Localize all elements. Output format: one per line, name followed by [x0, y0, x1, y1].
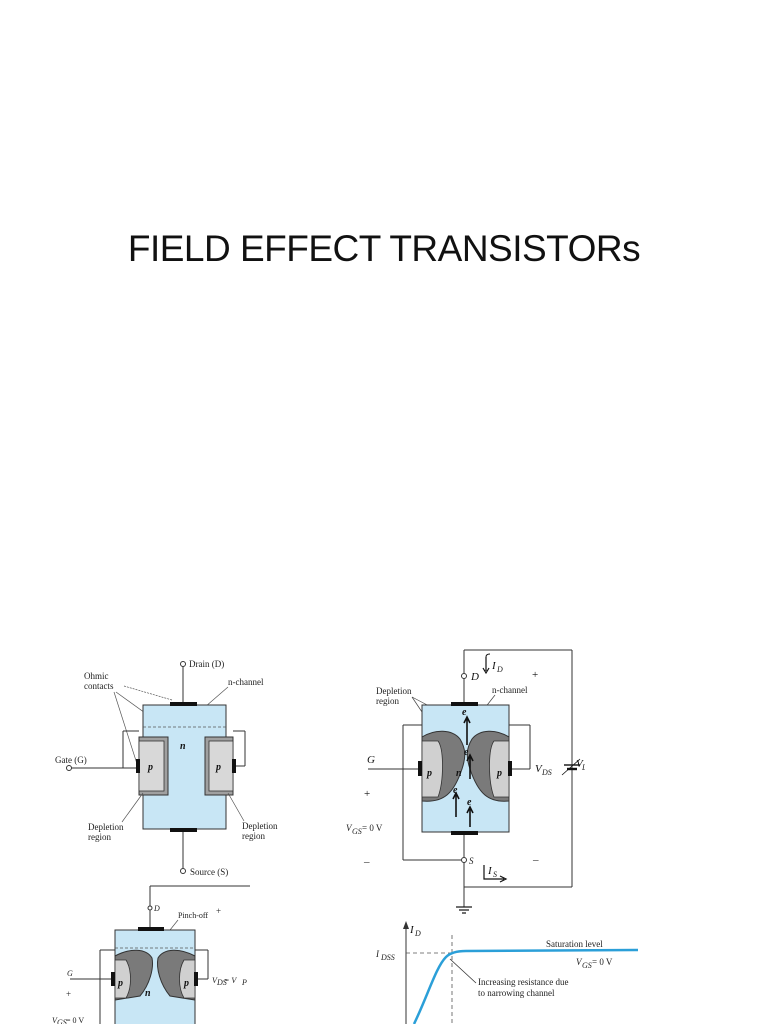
gate-plus-label-3: +: [66, 989, 71, 999]
n-label-2: n: [456, 768, 462, 779]
depletion-right-label-2: region: [242, 831, 265, 841]
vgs-label: V: [346, 823, 353, 833]
note-label-2: to narrowing channel: [478, 988, 555, 998]
drain-label: Drain (D): [189, 659, 224, 669]
vds-eq-sub-label: DS: [216, 978, 227, 987]
vds-sub-label: DS: [541, 768, 552, 777]
d-label-3: D: [153, 904, 160, 913]
slide-title: FIELD EFFECT TRANSISTORs: [127, 228, 641, 269]
jfet-pinchoff-figure: D Pinch-off + p n p G V DS = V P + V GS …: [52, 885, 250, 1024]
vgs-label-3: V: [52, 1016, 58, 1024]
note-label-1: Increasing resistance due: [478, 977, 568, 987]
vgs-curve-sub-label: GS: [582, 961, 592, 970]
depletion-left-label-2: region: [88, 832, 111, 842]
jfet-biased-figure: I D + D Depletion region n-channel p p n…: [346, 649, 585, 914]
gate-plus-label: +: [364, 788, 370, 800]
g-label-3: G: [67, 969, 73, 978]
ohmic-label: Ohmic: [84, 671, 109, 681]
plus-top-label: +: [532, 669, 538, 681]
vgs-value-label-3: = 0 V: [66, 1016, 84, 1024]
vdd-sub-label: DD: [581, 763, 585, 772]
contacts-label: contacts: [84, 681, 114, 691]
saturation-label: Saturation level: [546, 939, 603, 949]
idss-label: I: [375, 949, 380, 959]
n-label-3: n: [145, 988, 151, 999]
vds-eq-sub2-label: P: [241, 978, 247, 987]
source-label: Source (S): [190, 867, 228, 877]
n-channel-label: n-channel: [228, 677, 264, 687]
d-label: D: [470, 671, 479, 683]
is-label: I: [487, 865, 493, 877]
p-right-label-3: p: [183, 978, 189, 989]
p-left-label-2: p: [426, 768, 432, 779]
id-axis-sub-label: D: [414, 929, 421, 938]
id-label: I: [491, 660, 497, 672]
n-channel-label-2: n-channel: [492, 685, 528, 695]
vds-eq-label: V: [212, 976, 218, 985]
g-label: G: [367, 754, 375, 766]
e-label-2: e: [464, 747, 469, 758]
gate-minus-label: –: [363, 856, 370, 868]
vdd-label: V: [576, 758, 584, 770]
depletion-left-label-1: Depletion: [88, 822, 124, 832]
vds-label: V: [535, 763, 543, 775]
vgs-sub-label-3: GS: [57, 1018, 67, 1024]
s-label: S: [469, 856, 474, 866]
e-label-4: e: [467, 797, 472, 808]
vgs-curve-label: V: [576, 957, 583, 967]
pinch-off-label: Pinch-off: [178, 911, 208, 920]
depletion-label-1: Depletion: [376, 686, 412, 696]
e-label-3: e: [453, 785, 458, 796]
n-label: n: [180, 741, 186, 752]
gate-label: Gate (G): [55, 755, 87, 765]
p-right-label-2: p: [496, 768, 502, 779]
id-axis-label: I: [409, 924, 415, 936]
e-label-1: e: [462, 707, 467, 718]
idss-sub-label: DSS: [380, 953, 395, 962]
plus-label-3: +: [216, 906, 221, 916]
p-left-label-3: p: [117, 978, 123, 989]
vgs-curve-value-label: = 0 V: [592, 957, 613, 967]
depletion-right-label-1: Depletion: [242, 821, 278, 831]
p-right-label: p: [215, 762, 221, 773]
is-sub-label: S: [493, 870, 497, 879]
minus-label: –: [532, 854, 539, 866]
vgs-sub-label: GS: [352, 827, 362, 836]
vgs-value-label: = 0 V: [362, 823, 383, 833]
id-sub-label: D: [496, 665, 503, 674]
vds-eq-value-label: = V: [224, 976, 237, 985]
p-left-label: p: [147, 762, 153, 773]
id-vds-curve-figure: I D I DSS Saturation level V GS = 0 V In…: [375, 921, 639, 1024]
jfet-structure-figure: Drain (D) Ohmic contacts n-channel p p n…: [55, 659, 278, 877]
depletion-label-2: region: [376, 696, 399, 706]
